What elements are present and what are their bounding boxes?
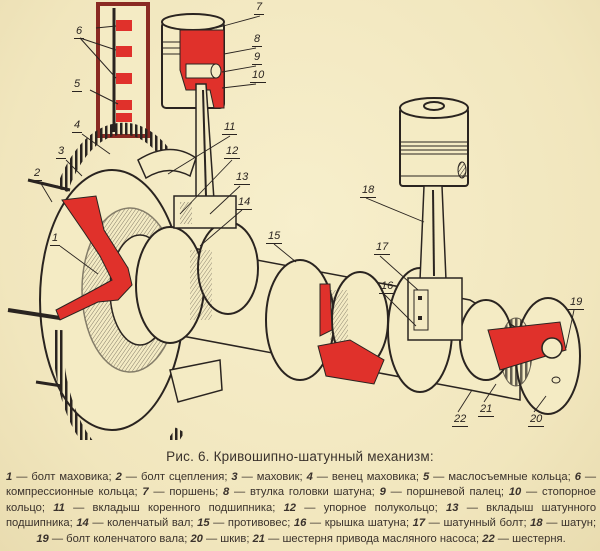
legend-item: 12 — упорное полукольцо;	[283, 501, 438, 514]
legend-item: 9 — поршневой палец;	[379, 486, 505, 499]
piston-ring-inset	[79, 2, 150, 138]
legend-item: 2 — болт сцепления;	[115, 471, 228, 483]
legend-item: 8 — втулка головки шатуна;	[222, 486, 375, 499]
callout-20: 20	[528, 413, 545, 427]
legend-item: 19 — болт коленчатого вала;	[36, 532, 188, 545]
piston-left	[161, 13, 225, 109]
legend-item: 15 — противовес;	[197, 517, 291, 530]
callout-2: 2	[32, 167, 43, 181]
connecting-rod-right	[407, 185, 463, 341]
legend-item: 7 — поршень;	[142, 486, 219, 499]
legend-item: 20 — шкив;	[190, 532, 250, 545]
callout-19: 19	[568, 296, 585, 310]
crank-mechanism-illustration	[7, 2, 581, 440]
legend-item: 11 — вкладыш коренного подшипника;	[53, 501, 276, 514]
callout-14: 14	[236, 196, 253, 210]
callout-7: 7	[254, 1, 265, 15]
legend-item: 16 — крышка шатуна;	[293, 517, 410, 530]
legend-item: 6 — компрессионные кольца;	[6, 471, 597, 499]
callout-3: 3	[56, 145, 67, 159]
callout-12: 12	[224, 145, 241, 159]
legend-item: 18 — шатун;	[530, 517, 597, 530]
callout-9: 9	[252, 51, 263, 65]
callout-10: 10	[250, 69, 267, 83]
figure-caption: Рис. 6. Кривошипно-шатунный механизм:	[166, 449, 434, 464]
legend-item: 1 — болт маховика;	[6, 471, 112, 483]
callout-1: 1	[50, 232, 61, 246]
callout-4: 4	[72, 119, 83, 133]
legend-item: 13 — вкладыш шатунного подшипника;	[6, 501, 597, 530]
pulley-and-gear	[487, 297, 581, 415]
legend-item: 3 — маховик;	[231, 471, 303, 483]
callout-11: 11	[222, 121, 238, 135]
leader-lines	[39, 15, 575, 413]
callout-16: 16	[379, 280, 396, 294]
piston-right	[399, 97, 469, 187]
legend-item: 4 — венец маховика;	[306, 471, 419, 483]
callout-17: 17	[374, 241, 391, 255]
callout-18: 18	[360, 184, 377, 198]
callout-6: 6	[74, 25, 85, 39]
callout-15: 15	[266, 230, 283, 244]
figure-legend: 1 — болт маховика; 2 — болт сцепления; 3…	[6, 470, 596, 547]
callout-21: 21	[478, 403, 495, 417]
callout-13: 13	[234, 171, 251, 185]
legend-item: 5 — маслосъемные кольца;	[422, 471, 571, 483]
callout-8: 8	[252, 33, 263, 47]
callout-22: 22	[452, 413, 469, 427]
callout-5: 5	[72, 78, 83, 92]
legend-item: 21 — шестерня привода масляного насоса;	[252, 532, 480, 545]
legend-item: 17 — шатунный болт;	[412, 517, 527, 530]
legend-item: 14 — коленчатый вал;	[76, 517, 194, 530]
legend-item: 22 — шестерня.	[482, 532, 566, 545]
legend-item: 10 — стопорное кольцо;	[6, 486, 596, 514]
